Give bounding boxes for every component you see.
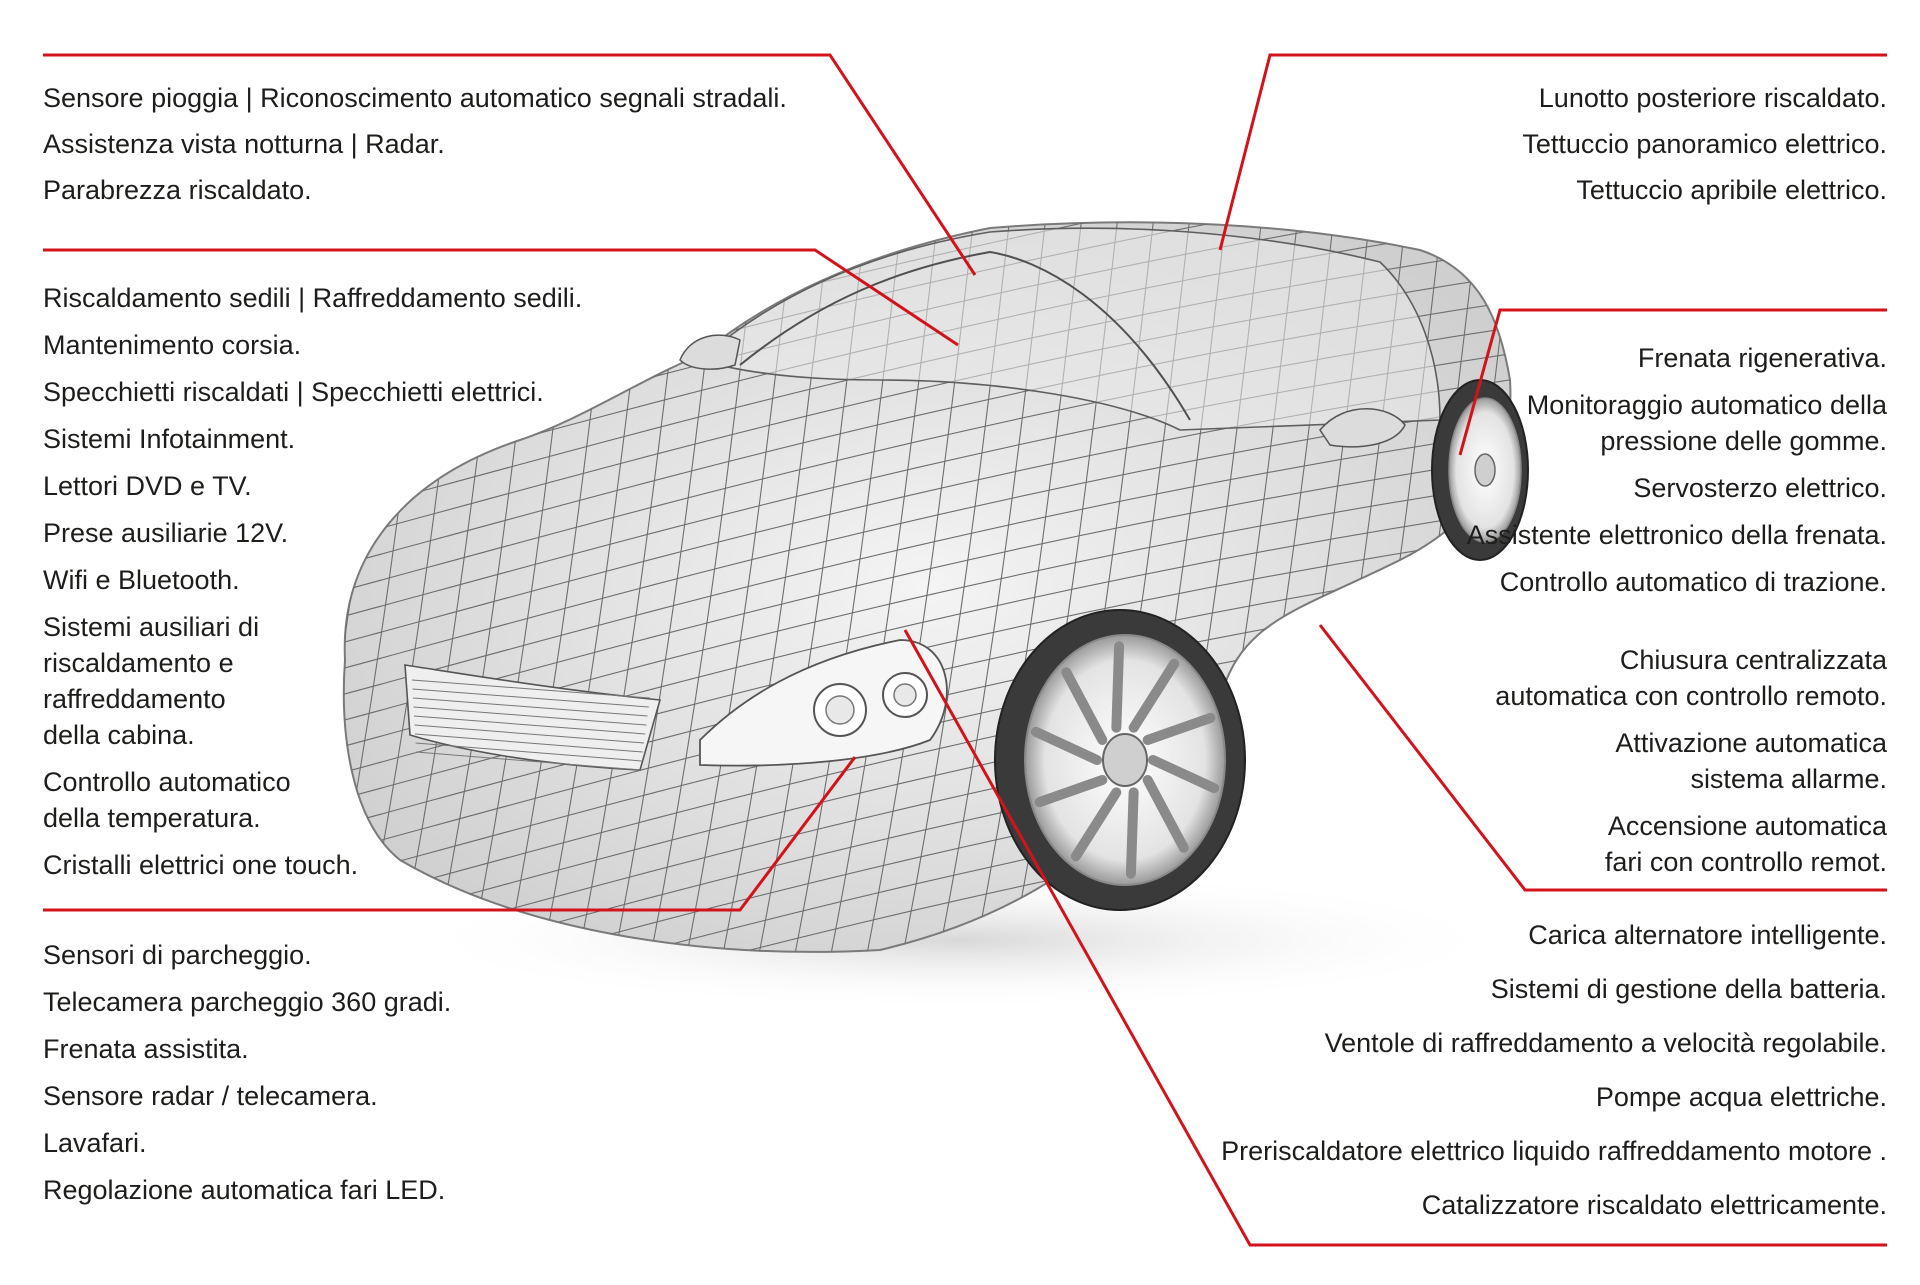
feature-item: Wifi e Bluetooth. [43,565,240,595]
feature-item: Catalizzatore riscaldato elettricamente. [1421,1190,1887,1220]
feature-item: Tettuccio apribile elettrico. [1576,175,1887,205]
feature-item: Telecamera parcheggio 360 gradi. [43,987,452,1017]
feature-item: Sensori di parcheggio. [43,940,312,970]
feature-item: Sistemi Infotainment. [43,424,296,454]
feature-item: Specchietti riscaldati | Specchietti ele… [43,377,544,407]
headlight [699,639,948,767]
windshield-features: Sensore pioggia | Riconoscimento automat… [43,80,787,218]
feature-item: Sensore radar / telecamera. [43,1081,378,1111]
chassis-features: Frenata rigenerativa. Monitoraggio autom… [1467,340,1887,611]
feature-item: Frenata rigenerativa. [1637,343,1887,373]
leader-cabin [43,248,959,347]
feature-item: Lavafari. [43,1128,147,1158]
feature-item: Assistente elettronico della frenata. [1466,520,1887,550]
feature-item: Chiusura centralizzata automatica con co… [1495,645,1887,711]
feature-item: Servosterzo elettrico. [1633,473,1887,503]
feature-item: Sensore pioggia | Riconoscimento automat… [43,83,787,113]
roof-features: Lunotto posteriore riscaldato. Tettuccio… [1522,80,1887,218]
left-mirror [679,334,741,370]
right-mirror [1319,408,1406,448]
feature-item: Sistemi ausiliari di riscaldamento e raf… [43,612,260,750]
feature-item: Parabrezza riscaldato. [43,175,312,205]
feature-item: Attivazione automatica sistema allarme. [1615,728,1887,794]
feature-item: Controllo automatico della temperatura. [43,767,291,833]
rear-wheel [1431,379,1529,561]
front-grille [404,664,662,771]
front-features: Sensori di parcheggio. Telecamera parche… [43,937,451,1219]
feature-item: Regolazione automatica fari LED. [43,1175,446,1205]
feature-item: Riscaldamento sedili | Raffreddamento se… [43,283,583,313]
front-wheel [994,609,1246,911]
feature-item: Carica alternatore intelligente. [1528,920,1887,950]
feature-item: Pompe acqua elettriche. [1595,1082,1887,1112]
feature-item: Tettuccio panoramico elettrico. [1522,129,1887,159]
leader-engine [903,629,1887,1247]
leader-security [1318,624,1887,892]
engine-features: Carica alternatore intelligente. Sistemi… [1221,917,1887,1241]
feature-item: Mantenimento corsia. [43,330,302,360]
feature-item: Cristalli elettrici one touch. [43,850,359,880]
feature-item: Assistenza vista notturna | Radar. [43,129,445,159]
security-features: Chiusura centralizzata automatica con co… [1495,642,1887,891]
feature-item: Ventole di raffreddamento a velocità reg… [1324,1028,1887,1058]
feature-item: Controllo automatico di trazione. [1499,567,1887,597]
feature-item: Lunotto posteriore riscaldato. [1538,83,1887,113]
feature-item: Sistemi di gestione della batteria. [1490,974,1887,1004]
leader-windshield [43,53,977,276]
leader-roof [1218,53,1887,251]
leader-front [43,756,857,912]
leader-chassis [1458,308,1887,456]
feature-item: Frenata assistita. [43,1034,249,1064]
car-glasshouse [698,227,1441,431]
feature-item: Monitoraggio automatico della pressione … [1526,390,1887,456]
feature-item: Accensione automatica fari con controllo… [1604,811,1887,877]
feature-item: Prese ausiliarie 12V. [43,518,289,548]
feature-item: Lettori DVD e TV. [43,471,252,501]
cabin-features: Riscaldamento sedili | Raffreddamento se… [43,280,582,894]
feature-item: Preriscaldatore elettrico liquido raffre… [1221,1136,1887,1166]
windshield-frame [739,250,1191,421]
